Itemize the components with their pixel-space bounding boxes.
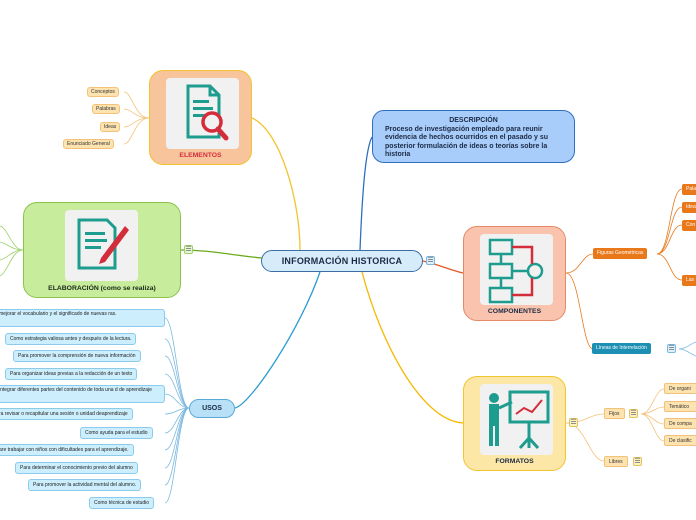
presentation-icon [480,384,553,455]
formatos-menu-icon[interactable]: ☰ [569,418,578,427]
fijos-menu-icon[interactable]: ☰ [629,409,638,418]
elementos-item-palabras[interactable]: Palabras [92,104,120,114]
central-topic[interactable]: INFORMACIÓN HISTORICA [261,250,423,272]
usos-item[interactable]: Como técnica de estudio [89,497,155,509]
figuras-item[interactable]: Las [682,275,696,286]
figuras-item[interactable]: Pala [682,184,696,195]
libres-menu-icon[interactable]: ☰ [633,457,642,466]
fijos-item[interactable]: De clasific [664,435,696,446]
figuras-geometricas-node[interactable]: Figuras Geométricas [593,248,648,259]
usos-item[interactable]: Para organizar ideas previas a la redacc… [5,368,138,380]
descripcion-title: DESCRIPCIÓN [449,117,498,124]
flowchart-icon [480,234,553,305]
libres-node[interactable]: Libres [604,456,628,467]
lineas-interrelacion-node[interactable]: Líneas de Interrelación [592,343,651,354]
elementos-item-enunciado-general[interactable]: Enunciado General [63,139,114,149]
formatos-node[interactable]: FORMATOS [463,376,566,471]
usos-item[interactable]: Para promover la actividad mental del al… [28,479,142,491]
usos-item[interactable]: Como estrategia valiosa antes y después … [5,333,137,345]
figuras-item[interactable]: Idea [682,202,696,213]
usos-item[interactable]: integrar diferentes partes del contenido… [0,385,165,403]
componentes-node[interactable]: COMPONENTES [463,226,566,321]
usos-item[interactable]: are trabajar con niños con dificultades … [0,444,134,456]
componentes-label: COMPONENTES [487,308,542,315]
usos-item[interactable]: ra revisar o recapitular una sesión o un… [0,408,133,420]
elaboracion-menu-icon[interactable]: ☰ [184,245,193,254]
elementos-label: ELEMENTOS [179,152,222,159]
lineas-menu-icon[interactable]: ☰ [667,344,676,353]
fijos-node[interactable]: Fijos [604,408,625,419]
descripcion-node[interactable]: DESCRIPCIÓN Proceso de investigación emp… [372,110,575,163]
usos-item[interactable]: Para promover la comprensión de nueva in… [13,350,141,362]
fijos-item[interactable]: De organi [664,383,696,394]
document-search-icon [166,78,239,149]
elaboracion-node[interactable]: ELABORACIÓN (como se realiza) [23,202,181,298]
fijos-item[interactable]: Temático [664,401,696,412]
central-menu-icon[interactable]: ☰ [426,256,435,265]
document-edit-icon [65,210,138,281]
usos-node[interactable]: USOS [189,399,235,418]
descripcion-body: Proceso de investigación empleado para r… [385,125,548,159]
fijos-item[interactable]: De compa [664,418,696,429]
usos-item[interactable]: Para determinar el conocimiento previo d… [15,462,138,474]
elementos-item-conceptos[interactable]: Conceptos [87,87,119,97]
usos-item[interactable]: mejorar el vocabulario y el significado … [0,309,165,327]
figuras-item[interactable]: Con [682,220,696,231]
elementos-item-ideas[interactable]: Ideas [100,122,121,132]
elaboracion-label: ELABORACIÓN (como se realiza) [48,285,156,292]
formatos-label: FORMATOS [495,458,534,465]
usos-item[interactable]: Como ayuda para el estudio [80,427,153,439]
elementos-node[interactable]: ELEMENTOS [149,70,252,165]
